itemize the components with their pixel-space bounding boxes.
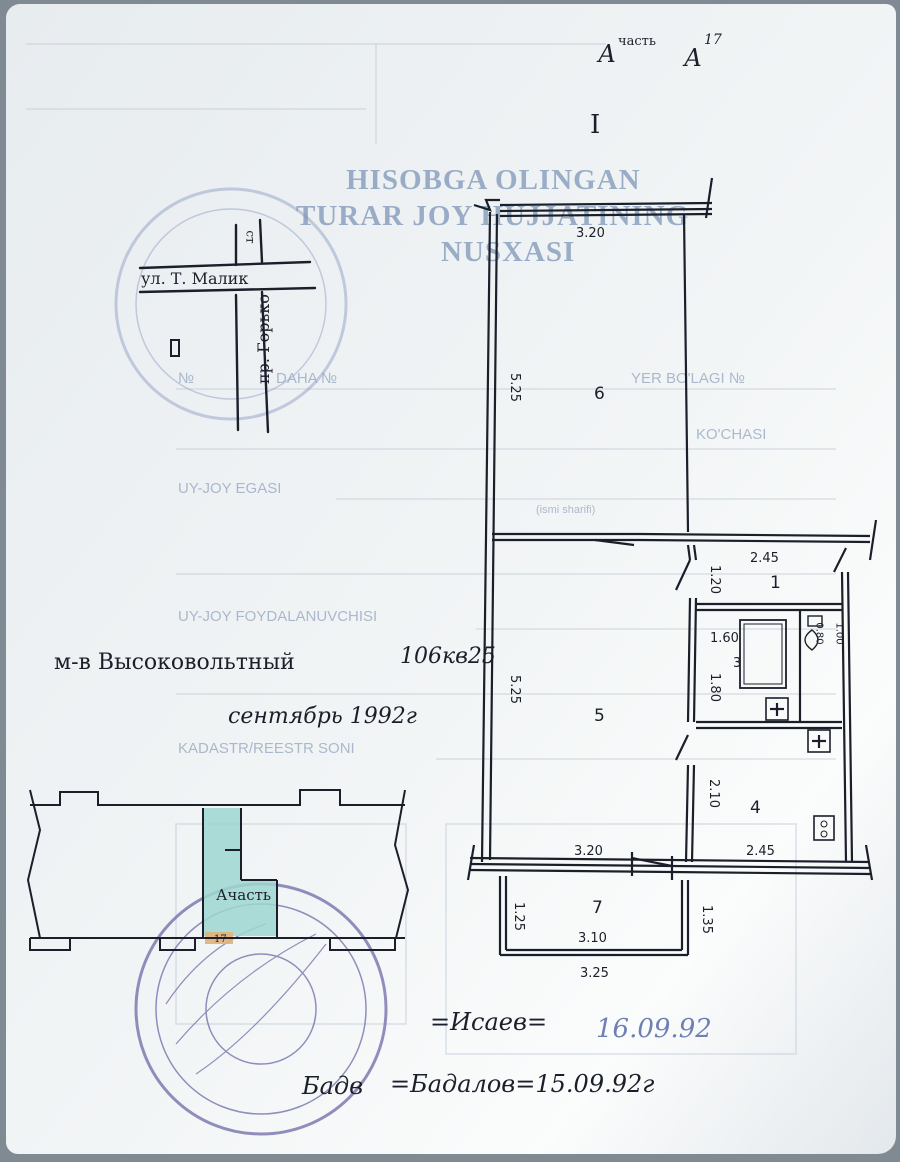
document-sheet: HISOBGA OLINGAN TURAR JOY HUJJATINING NU… <box>6 4 896 1154</box>
plan-part-flag: 17 <box>214 934 227 945</box>
label-number: № <box>178 370 195 387</box>
street-label-malik: ул. Т. Малик <box>141 269 249 288</box>
signature-isaev-date: 16.09.92 <box>596 1014 712 1044</box>
roman-numeral: I <box>590 110 601 140</box>
stamp-title-line1: HISOBGA OLINGAN <box>346 164 641 196</box>
part-letter-1: А <box>598 40 617 68</box>
signature-isaev: =Исаев= <box>430 1008 548 1036</box>
dim-bath-width: 1.60 <box>710 631 739 646</box>
label-cadastre: KADASTR/REESTR SONI <box>178 740 355 757</box>
dim-top-width: 3.20 <box>576 226 605 241</box>
dim-hall-width: 2.45 <box>750 551 779 566</box>
part-number: 17 <box>704 32 722 48</box>
room-6-label: 6 <box>594 384 605 404</box>
label-yer: YER BO'LAGI № <box>631 370 745 387</box>
paper-background <box>6 4 896 1154</box>
room-1-label: 1 <box>770 573 781 593</box>
label-kochasi: KO'CHASI <box>696 426 767 443</box>
signature-badalov: =Бадалов=15.09.92г <box>390 1070 655 1098</box>
label-owner-hint: (ismi sharifi) <box>536 504 596 516</box>
dim-balcony-inner: 3.10 <box>578 931 607 946</box>
address-number: 106кв25 <box>400 644 496 669</box>
room-3-label: 3 <box>733 656 742 671</box>
label-daha: DAHA № <box>276 370 338 387</box>
plan-part-label: Ачасть <box>216 886 272 904</box>
stamp-title-line2: TURAR JOY HUJJATINING <box>296 200 690 232</box>
dim-bottom-left: 3.20 <box>574 844 603 859</box>
room-4-label: 4 <box>750 798 761 818</box>
district-name: м-в Высоковольтный <box>54 650 295 675</box>
label-user: UY-JOY FOYDALANUVCHISI <box>178 608 378 625</box>
floor-plan <box>466 177 878 957</box>
round-stamp-top <box>114 187 348 421</box>
room-5-label: 5 <box>594 706 605 726</box>
stamp-title-line3: NUSXASI <box>441 236 576 268</box>
part-letter-2: А <box>684 44 703 72</box>
location-sketch <box>138 218 317 434</box>
building-plan <box>26 789 410 951</box>
dim-bottom-right: 2.45 <box>746 844 775 859</box>
room-7-label: 7 <box>592 898 603 918</box>
signature-initials: Бадв <box>302 1072 364 1100</box>
issue-date: сентябрь 1992г <box>228 704 417 729</box>
dim-balcony-outer: 3.25 <box>580 966 609 981</box>
part-word: часть <box>618 34 656 49</box>
label-owner: UY-JOY EGASI <box>178 480 282 497</box>
